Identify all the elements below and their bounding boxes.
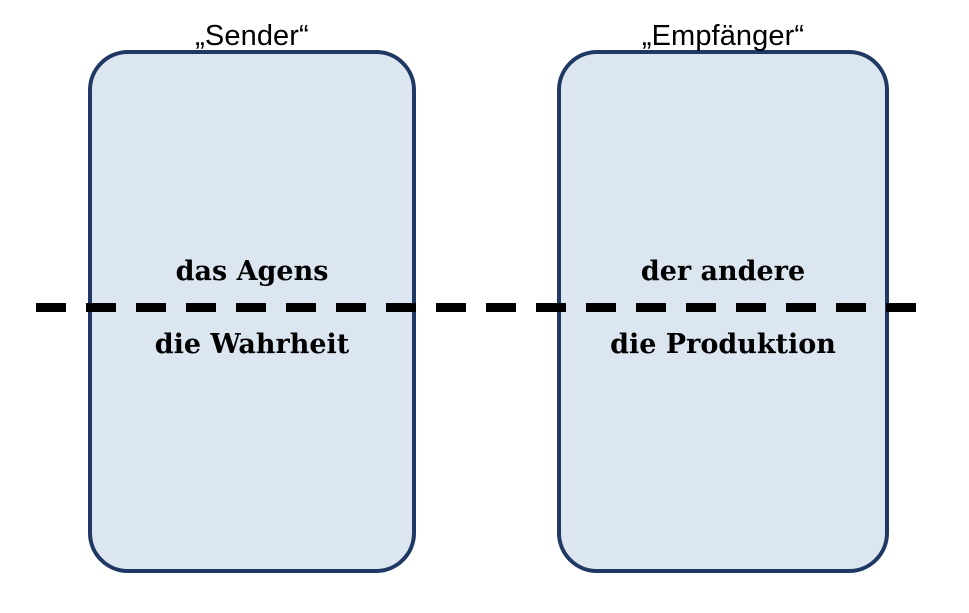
horizontal-dashed-divider (36, 303, 933, 312)
sender-lower-label: die Wahrheit (154, 329, 350, 360)
empfaenger-lower-label: die Produktion (610, 329, 836, 360)
sender-upper-label: das Agens (175, 256, 329, 287)
sender-box-caption: „Sender“ (195, 20, 309, 52)
empfaenger-box-caption: „Empfänger“ (641, 20, 805, 52)
empfaenger-upper-label: der andere (640, 256, 806, 287)
